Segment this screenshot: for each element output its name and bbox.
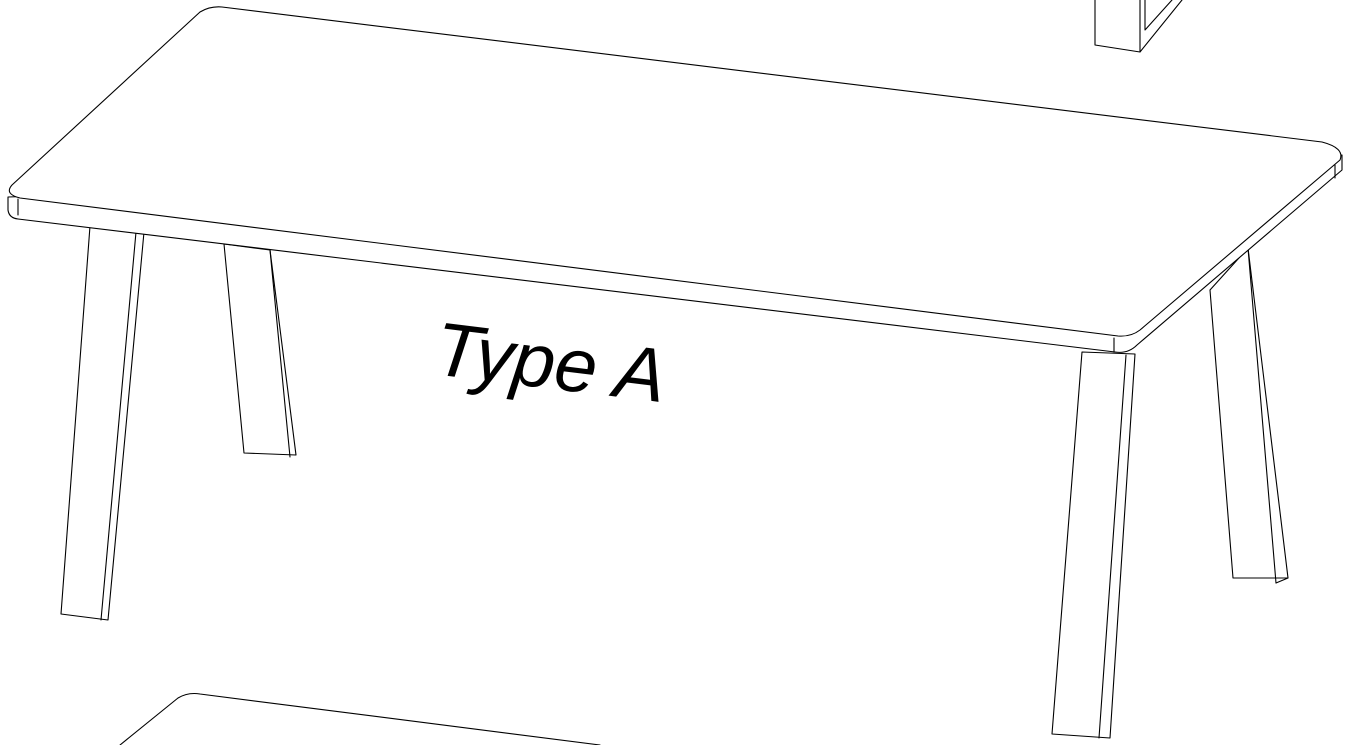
back-right-leg xyxy=(1209,247,1289,584)
front-right-leg xyxy=(1051,351,1136,739)
front-left-leg xyxy=(60,225,145,621)
second-table-top-partial xyxy=(119,692,601,745)
cropped-object-top-right xyxy=(1094,0,1183,53)
back-left-leg xyxy=(223,243,297,458)
tabletop xyxy=(7,6,1343,353)
type-label: Type A xyxy=(430,307,671,420)
